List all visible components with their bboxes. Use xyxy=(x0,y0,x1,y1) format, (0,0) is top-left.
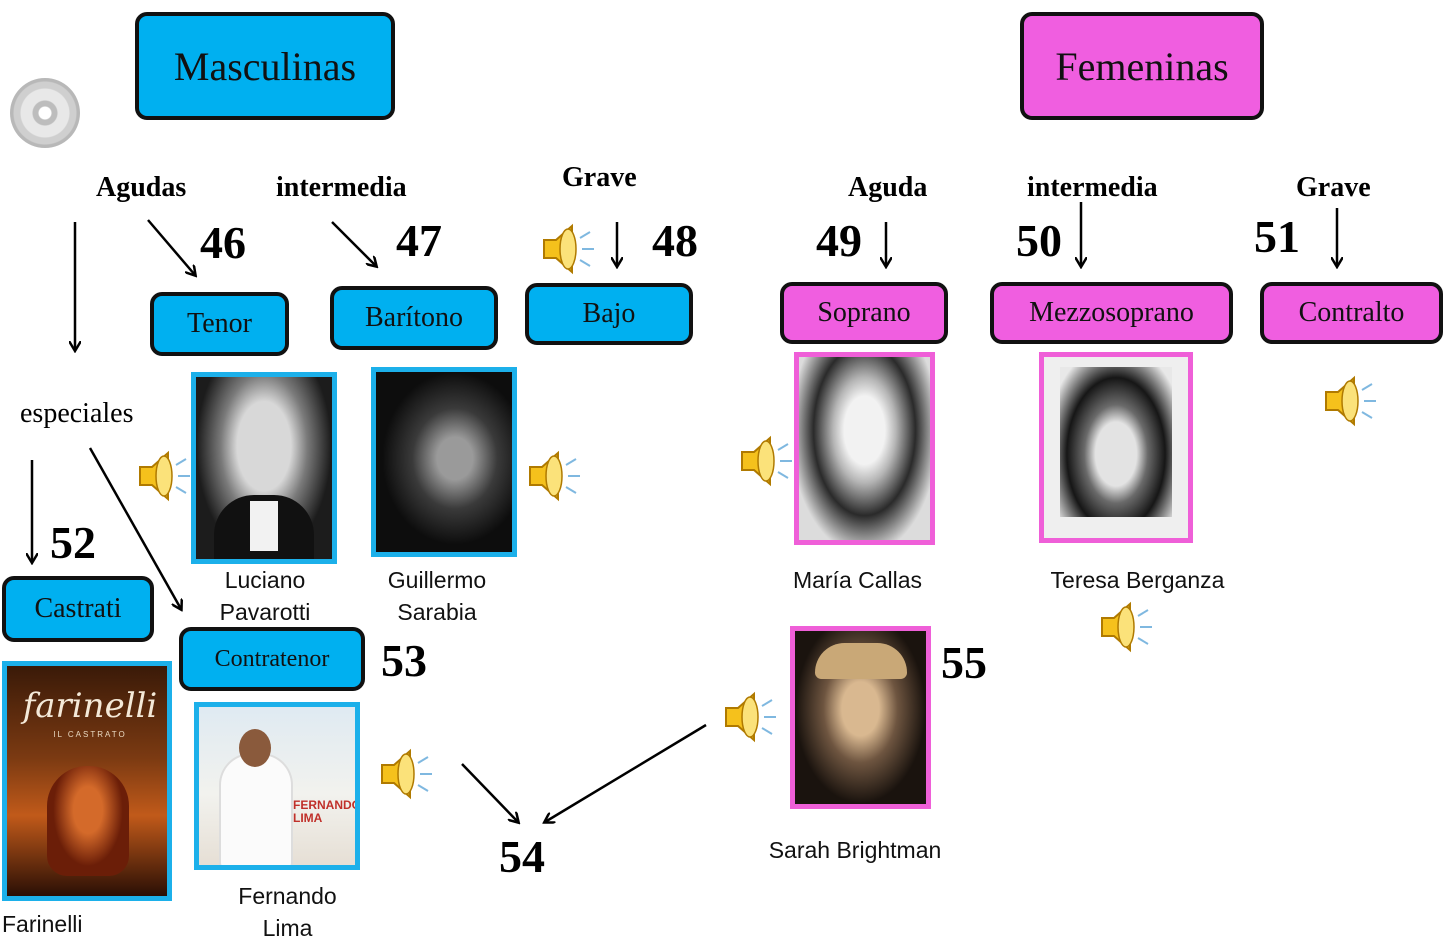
name-farinelli: Farinelli xyxy=(2,911,83,937)
photo-brightman xyxy=(790,626,931,809)
name-lima: Fernando Lima xyxy=(238,883,337,941)
poster-farinelli-subtitle: IL CASTRATO xyxy=(53,730,127,739)
number-47: 47 xyxy=(396,215,442,266)
category-f-aguda: Aguda xyxy=(848,172,928,203)
speaker-icon-lima[interactable] xyxy=(376,743,438,805)
photo-callas xyxy=(794,352,935,545)
category-m-agudas: Agudas xyxy=(96,172,187,203)
masculinas-header: Masculinas xyxy=(135,12,395,120)
name-pavarotti: Luciano Pavarotti xyxy=(219,567,311,625)
number-52: 52 xyxy=(50,517,96,568)
speaker-icon-callas[interactable] xyxy=(736,430,798,492)
arrow-to-54-right xyxy=(545,723,707,822)
category-especiales: especiales xyxy=(20,398,134,429)
poster-farinelli-title: farinelli xyxy=(22,686,158,726)
number-48: 48 xyxy=(652,215,698,266)
photo-berganza xyxy=(1039,352,1193,543)
speaker-icon-berganza[interactable] xyxy=(1096,596,1158,658)
voice-bajo[interactable]: Bajo xyxy=(525,283,693,345)
cd-icon[interactable] xyxy=(10,78,80,148)
name-brightman: Sarah Brightman xyxy=(768,837,942,863)
number-51: 51 xyxy=(1254,211,1300,262)
number-50: 50 xyxy=(1016,215,1062,266)
speaker-icon-brightman[interactable] xyxy=(720,686,782,748)
category-f-grave: Grave xyxy=(1296,172,1371,203)
arrow-agudas-tenor xyxy=(147,219,195,275)
speaker-icon-bajo[interactable] xyxy=(538,218,600,280)
photo-pavarotti xyxy=(191,372,337,564)
arrow-contratenor xyxy=(88,447,181,609)
poster-farinelli: farinelli IL CASTRATO xyxy=(2,661,172,901)
number-49: 49 xyxy=(816,215,862,266)
voice-mezzosoprano[interactable]: Mezzosoprano xyxy=(990,282,1233,344)
voice-contratenor[interactable]: Contratenor xyxy=(179,627,365,691)
number-46: 46 xyxy=(200,217,246,268)
speaker-icon-pavarotti[interactable] xyxy=(134,445,196,507)
album-lima-title: FERNANDO LIMA xyxy=(293,798,360,825)
voice-soprano[interactable]: Soprano xyxy=(780,282,948,344)
album-lima: FERNANDO LIMA xyxy=(194,702,360,870)
voice-contralto[interactable]: Contralto xyxy=(1260,282,1443,344)
name-sarabia: Guillermo Sarabia xyxy=(387,567,487,625)
name-berganza: Teresa Berganza xyxy=(1050,567,1225,593)
category-m-grave: Grave xyxy=(562,162,637,193)
category-m-intermedia: intermedia xyxy=(276,172,407,203)
number-55: 55 xyxy=(941,637,987,688)
number-54: 54 xyxy=(499,831,545,882)
category-f-intermedia: intermedia xyxy=(1027,172,1158,203)
femeninas-header: Femeninas xyxy=(1020,12,1264,120)
speaker-icon-contralto[interactable] xyxy=(1320,370,1382,432)
voice-tenor[interactable]: Tenor xyxy=(150,292,289,356)
voice-castrati[interactable]: Castrati xyxy=(2,576,154,642)
voice-baritono[interactable]: Barítono xyxy=(330,286,498,350)
name-callas: María Callas xyxy=(792,567,923,593)
speaker-icon-sarabia[interactable] xyxy=(524,445,586,507)
arrow-to-54-left xyxy=(461,763,518,822)
number-53: 53 xyxy=(381,635,427,686)
photo-sarabia xyxy=(371,367,517,557)
arrow-intermedia-baritono xyxy=(331,221,376,266)
